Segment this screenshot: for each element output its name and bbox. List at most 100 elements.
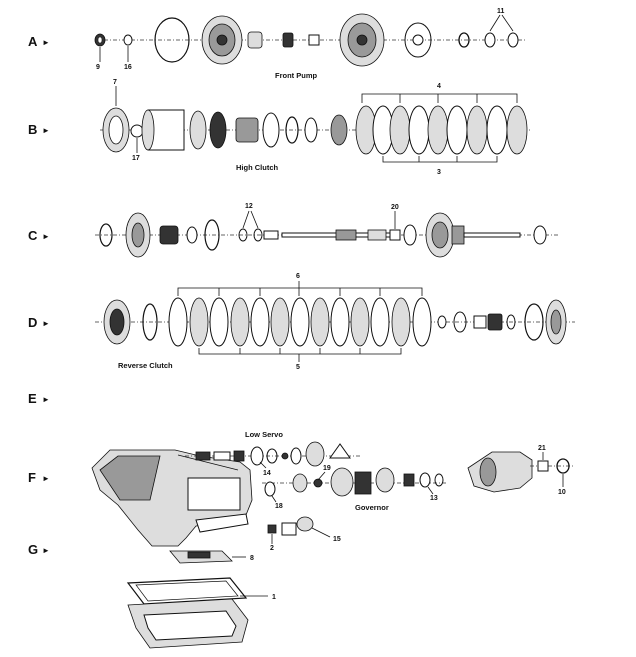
row-b-snap-ring xyxy=(285,116,299,144)
row-arrow-b: ► xyxy=(42,126,50,135)
row-f-case-group: Low Servo Governor 14 19 18 13 2 xyxy=(91,430,575,552)
callout-g-8: 8 xyxy=(250,555,254,562)
row-f-governor-spring xyxy=(313,478,323,488)
row-c-bushing-20 xyxy=(389,229,401,241)
row-arrow-a: ► xyxy=(42,38,50,47)
row-f-servo-cap xyxy=(329,443,351,459)
row-d-snap-ring xyxy=(142,303,158,341)
row-g-pan-gasket-inner xyxy=(135,580,239,602)
leader-f-13 xyxy=(427,486,434,495)
row-f-case-pan-rail xyxy=(195,513,249,533)
row-d-clutch-plate xyxy=(391,297,411,347)
row-d-clutch-plate xyxy=(230,297,250,347)
row-f-governor-ring xyxy=(434,473,444,487)
row-label-e: E xyxy=(28,391,37,406)
row-c-end-ring xyxy=(533,225,547,245)
leader-f-18 xyxy=(271,495,277,503)
row-a-bushing-16 xyxy=(123,34,133,46)
row-d-clutch-plate xyxy=(168,297,188,347)
row-c-bushing xyxy=(263,230,279,240)
row-g-oil-pan-1-floor xyxy=(143,610,237,641)
caption-governor: Governor xyxy=(355,503,389,512)
leader-c-12a xyxy=(242,210,250,229)
caption-low-servo: Low Servo xyxy=(245,430,283,439)
row-a-pump-drive-gear xyxy=(282,32,294,48)
row-f-servo-ring xyxy=(266,448,278,464)
bracket-d-5 xyxy=(198,348,402,355)
row-f-governor-housing xyxy=(375,467,395,493)
row-d-small-ring xyxy=(506,314,516,330)
row-f-valve-body xyxy=(281,522,297,536)
row-b-clutch-plate xyxy=(506,105,528,155)
row-a-ring-1 xyxy=(458,32,470,48)
leader-f-19 xyxy=(317,471,326,481)
row-c-shaft-spline xyxy=(335,229,357,241)
row-b-thrust-washer xyxy=(304,117,318,143)
callout-a-9: 9 xyxy=(96,64,100,71)
row-b-clutch-plate xyxy=(446,105,468,155)
row-f-servo-piston xyxy=(250,446,264,466)
row-label-c: C xyxy=(28,228,38,243)
row-c-shaft-group: 12 20 xyxy=(95,203,560,258)
row-a-seal-9-bore xyxy=(97,36,103,44)
row-f-governor-body xyxy=(330,467,354,497)
row-f-part-18 xyxy=(264,481,276,497)
row-b-clutch-plate xyxy=(486,105,508,155)
row-g-pan-group: 8 1 xyxy=(126,550,276,649)
row-d-washer xyxy=(437,315,447,329)
row-d-clutch-plate xyxy=(290,297,310,347)
row-b-drum-7-bore xyxy=(108,115,124,145)
bracket-b-4 xyxy=(361,93,518,103)
callout-a-11: 11 xyxy=(497,8,505,15)
row-c-output-shaft xyxy=(463,232,521,238)
callout-c-12: 12 xyxy=(245,203,253,210)
row-arrow-f: ► xyxy=(42,474,50,483)
row-d-spacer xyxy=(473,315,487,329)
row-d-clutch-plate xyxy=(370,297,390,347)
caption-front-pump: Front Pump xyxy=(275,71,317,80)
row-a-gasket xyxy=(404,22,432,58)
row-f-part-15 xyxy=(296,516,314,532)
row-f-case-bell xyxy=(99,455,161,501)
callout-d-6: 6 xyxy=(296,273,300,280)
row-d-clutch-plate xyxy=(189,297,209,347)
row-d-large-ring xyxy=(524,303,544,341)
row-b-piston xyxy=(189,110,207,150)
row-d-drum-bore xyxy=(109,308,125,336)
leader-a-11b xyxy=(501,14,514,32)
row-c-shaft-collar xyxy=(367,229,387,241)
row-f-governor-weight xyxy=(292,473,308,493)
row-arrow-g: ► xyxy=(42,546,50,555)
row-f-extension-housing xyxy=(467,451,533,493)
row-arrow-c: ► xyxy=(42,232,50,241)
callout-f-14: 14 xyxy=(263,470,271,477)
row-labels: A ► B ► C ► D ► E ► F ► G ► xyxy=(28,34,50,557)
callout-b-7: 7 xyxy=(113,79,117,86)
row-label-b: B xyxy=(28,122,37,137)
row-label-g: G xyxy=(28,542,38,557)
row-b-cylinder-face xyxy=(141,109,155,151)
callout-b-17: 17 xyxy=(132,155,140,162)
row-b-retainer xyxy=(262,112,280,148)
row-f-servo-washer xyxy=(290,447,302,465)
callout-f-19: 19 xyxy=(323,465,331,472)
row-a-gasket-bore xyxy=(412,34,424,46)
row-a-front-pump-group: 9 16 11 Front Pump xyxy=(94,8,525,80)
row-f-governor-valve xyxy=(354,471,372,495)
row-b-hub-gear xyxy=(330,114,348,146)
row-label-d: D xyxy=(28,315,37,330)
row-f-seal-10 xyxy=(556,458,570,474)
row-f-part-2 xyxy=(267,524,277,534)
row-d-end-housing-bore xyxy=(550,309,562,335)
row-c-snap-ring xyxy=(204,219,220,251)
callout-f-15: 15 xyxy=(333,536,341,543)
row-a-ring-11b xyxy=(507,32,519,48)
row-g-pan-gasket xyxy=(126,577,248,605)
row-b-clutch-plate xyxy=(389,105,411,155)
bracket-d-6 xyxy=(177,287,423,296)
row-f-case-rib xyxy=(177,454,239,471)
callout-b-3: 3 xyxy=(437,169,441,176)
row-f-servo-spring xyxy=(195,451,211,461)
row-f-governor-gear xyxy=(403,473,415,487)
